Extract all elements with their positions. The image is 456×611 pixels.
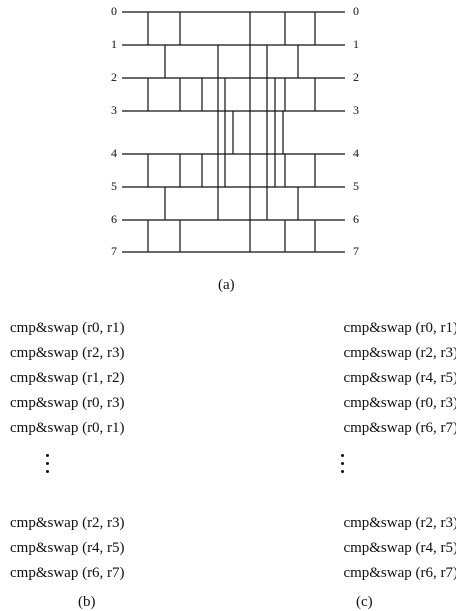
instruction-line: cmp&swap (r2, r3) (10, 345, 125, 361)
instruction-line: cmp&swap (r1, r2) (10, 370, 125, 386)
wire-label-left: 1 (111, 37, 117, 51)
instruction-line: cmp&swap (r2, r3) (10, 515, 125, 531)
instruction-line: cmp&swap (r0, r3) (10, 395, 125, 411)
wire-label-left: 6 (111, 212, 117, 226)
wire-label-left: 3 (111, 103, 117, 117)
wire-label-right: 4 (353, 146, 359, 160)
instruction-line: cmp&swap (r2, r3) (343, 515, 456, 531)
vertical-ellipsis-icon (288, 445, 456, 515)
caption-a: (a) (218, 277, 235, 293)
wire-label-right: 6 (353, 212, 359, 226)
wire-label-right: 2 (353, 70, 359, 84)
instruction-line: cmp&swap (r6, r7) (343, 565, 456, 581)
wire-label-right: 5 (353, 179, 359, 193)
wire-label-left: 2 (111, 70, 117, 84)
instruction-line: cmp&swap (r4, r5) (10, 540, 125, 556)
wire-label-right: 3 (353, 103, 359, 117)
instruction-line: cmp&swap (r0, r1) (10, 420, 125, 436)
wire-label-right: 0 (353, 4, 359, 18)
instruction-line: cmp&swap (r2, r3) (343, 345, 456, 361)
instruction-line: cmp&swap (r6, r7) (10, 565, 125, 581)
caption-c: (c) (356, 594, 373, 610)
instruction-line: cmp&swap (r4, r5) (343, 540, 456, 556)
wire-label-left: 5 (111, 179, 117, 193)
sorting-network-diagram (122, 11, 345, 253)
wire-label-right: 7 (353, 244, 359, 258)
instruction-list-c: cmp&swap (r0, r1) cmp&swap (r2, r3) cmp&… (288, 320, 456, 590)
wire-label-left: 0 (111, 4, 117, 18)
instruction-line: cmp&swap (r6, r7) (343, 420, 456, 436)
instruction-line: cmp&swap (r0, r1) (343, 320, 456, 336)
wire-label-right: 1 (353, 37, 359, 51)
wire-label-left: 4 (111, 146, 117, 160)
instruction-list-b: cmp&swap (r0, r1) cmp&swap (r2, r3) cmp&… (10, 320, 180, 590)
caption-b: (b) (78, 594, 96, 610)
vertical-ellipsis-icon (10, 445, 180, 515)
instruction-line: cmp&swap (r0, r3) (343, 395, 456, 411)
instruction-line: cmp&swap (r0, r1) (10, 320, 125, 336)
wire-label-left: 7 (111, 244, 117, 258)
instruction-line: cmp&swap (r4, r5) (343, 370, 456, 386)
